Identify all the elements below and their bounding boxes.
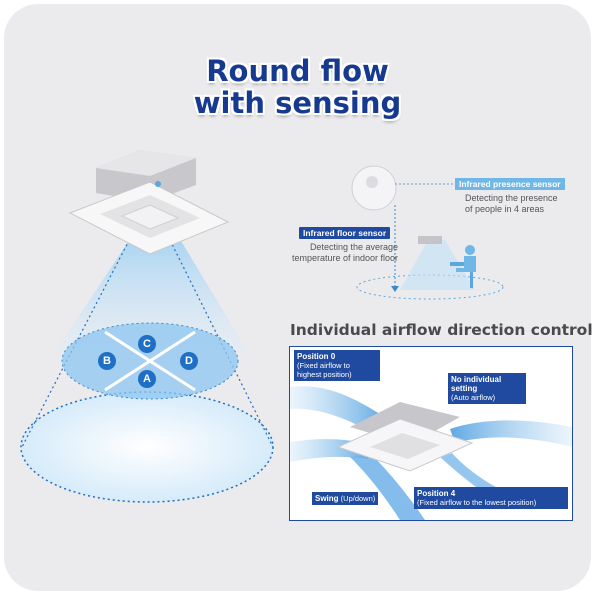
presence-sensor-desc-line1: Detecting the presence (465, 193, 558, 203)
position4-box: Position 4 (Fixed airflow to the lowest … (414, 487, 568, 509)
floor-sensor-desc-line2: temperature of indoor floor (291, 253, 398, 263)
airflow-section-title: Individual airflow direction control (290, 321, 593, 339)
floor-sensor-desc-line1: Detecting the average (309, 242, 398, 252)
airflow-beam (55, 236, 248, 352)
no-setting-label-line2: setting (451, 384, 478, 393)
zone-c: C (138, 335, 156, 353)
presence-sensor-desc-line2: of people in 4 areas (465, 204, 545, 214)
position0-detail-line2: highest position) (297, 370, 352, 379)
zone-a: A (138, 370, 156, 388)
no-setting-label-line1: No individual (451, 375, 502, 384)
no-setting-box: No individual setting (Auto airflow) (448, 373, 526, 404)
sensor-dome (351, 165, 397, 211)
presence-sensor-label: Infrared presence sensor (455, 178, 565, 190)
cassette-unit (68, 150, 230, 255)
floor-area (20, 391, 274, 503)
swing-label: Swing (315, 494, 339, 503)
page-title-line1: Round flow (206, 54, 389, 88)
position0-label: Position 0 (297, 352, 336, 361)
airflow-illustration (290, 386, 572, 520)
zone-divider-2 (104, 330, 196, 392)
floor-sensor-label: Infrared floor sensor (299, 227, 391, 239)
position0-box: Position 0 (Fixed airflow to highest pos… (294, 350, 380, 381)
page-title-line2: with sensing (193, 86, 402, 120)
sensor-scene (351, 165, 504, 300)
zone-b: B (98, 352, 116, 370)
zone-d: D (180, 352, 198, 370)
no-setting-detail: (Auto airflow) (451, 393, 496, 402)
swing-detail: (Up/down) (340, 494, 376, 503)
position0-detail-line1: (Fixed airflow to (297, 361, 350, 370)
swing-box: Swing (Up/down) (312, 492, 379, 505)
position4-detail: (Fixed airflow to the lowest position) (417, 498, 537, 507)
position4-label: Position 4 (417, 489, 456, 498)
airflow-panel: Position 0 (Fixed airflow to highest pos… (289, 346, 573, 521)
